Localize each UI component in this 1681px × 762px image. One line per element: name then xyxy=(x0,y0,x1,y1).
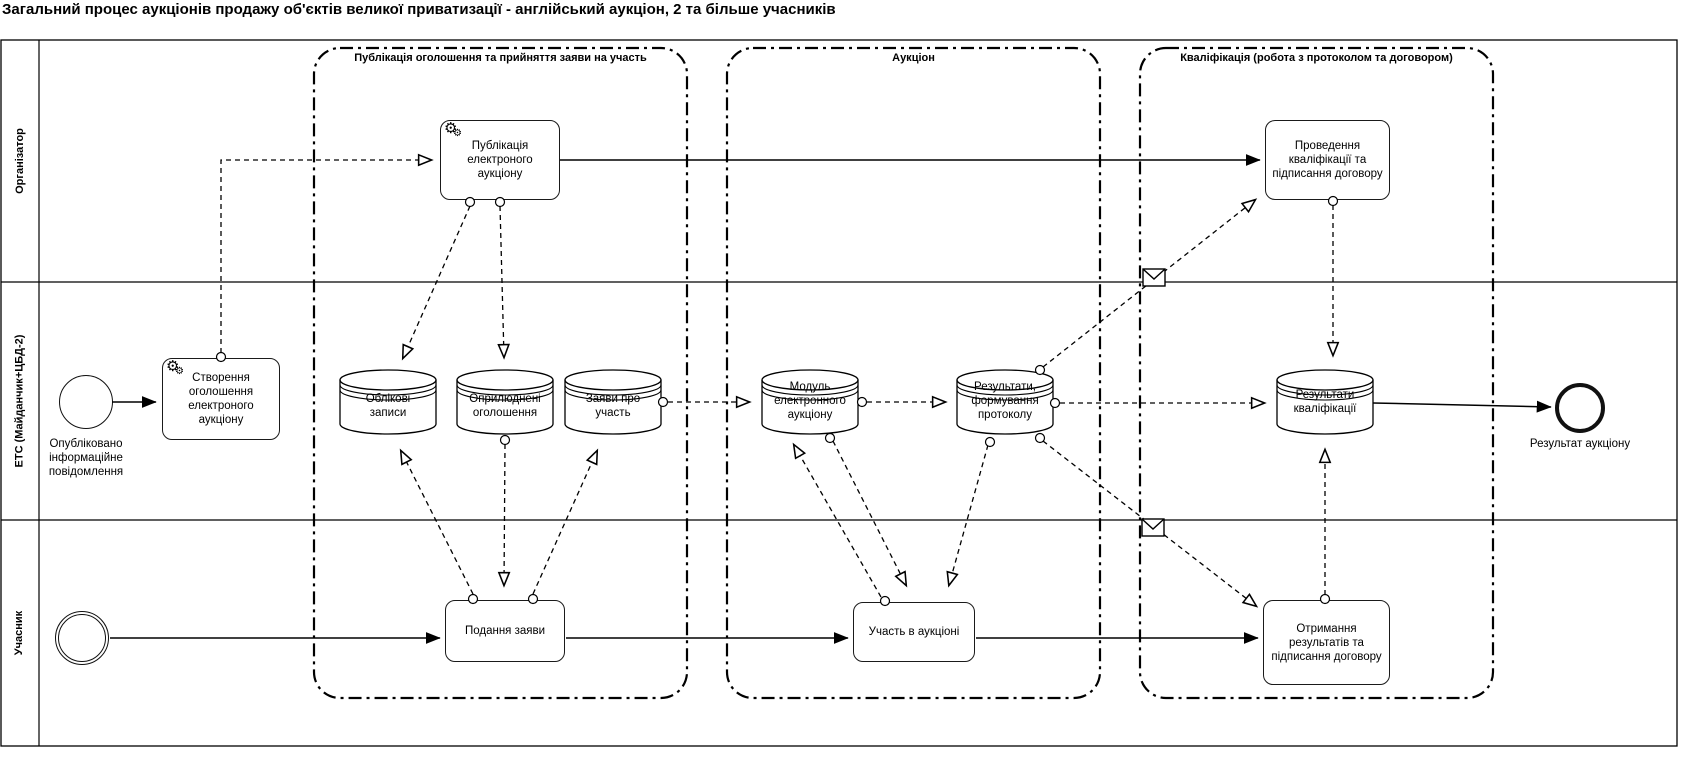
assoc-protocol-to-participate xyxy=(946,444,989,588)
task-label: Отримання результатів та підписання дого… xyxy=(1271,622,1382,663)
datastore-auction-module-label: Модуль електронного аукціону xyxy=(774,381,846,421)
message-envelope-icon xyxy=(1142,268,1166,287)
assoc-create-to-publish xyxy=(220,153,434,353)
assoc-apply-to-applications xyxy=(532,448,599,595)
task-publish-auction[interactable]: ⚙ ⚙ Публікація електроного аукціону xyxy=(440,120,560,200)
group-auction-border xyxy=(725,46,1102,700)
task-label: Проведення кваліфікації та підписання до… xyxy=(1272,140,1383,180)
end-event-label: Результат аукціону xyxy=(1529,438,1631,450)
assoc-participate-to-module xyxy=(792,442,882,598)
gear-icon: ⚙ xyxy=(453,128,462,139)
lane-label: Організатор xyxy=(13,128,26,194)
task-label: Подання заяви xyxy=(464,625,546,637)
message-envelope-icon xyxy=(1141,518,1165,537)
task-label: Участь в аукціоні xyxy=(868,626,960,638)
gear-icon: ⚙ xyxy=(175,366,184,377)
lane-ets: ЕТС (Майданчик+ЦБД-2) xyxy=(0,282,39,520)
group-auction-label: Аукціон xyxy=(892,52,935,64)
anchor-point xyxy=(1034,364,1046,376)
lane-participant: Учасник xyxy=(0,520,39,746)
task-label: Створення оголошення електроного аукціон… xyxy=(188,372,254,426)
start-event-published[interactable] xyxy=(59,375,113,429)
task-run-qualification[interactable]: Проведення кваліфікації та підписання до… xyxy=(1265,120,1390,200)
task-label: Публікація електроного аукціону xyxy=(467,140,533,180)
end-event-auction-result[interactable] xyxy=(1555,383,1605,433)
assoc-publish-to-announcements xyxy=(497,205,511,360)
flow-qualresults-to-end xyxy=(1372,400,1552,413)
group-qualification-label: Кваліфікація (робота з протоколом та дог… xyxy=(1180,52,1453,64)
anchor-point xyxy=(499,434,511,446)
anchor-point xyxy=(1049,397,1061,409)
anchor-point xyxy=(824,432,836,444)
event-inner-ring xyxy=(58,614,106,662)
task-receive-results[interactable]: Отримання результатів та підписання дого… xyxy=(1263,600,1390,685)
assoc-module-to-participate xyxy=(832,440,908,588)
datastore-applications-label: Заяви про участь xyxy=(585,393,641,419)
start-event-label: Опубліковано інформаційне повідомлення xyxy=(48,438,124,478)
assoc-publish-to-accounts xyxy=(401,205,471,361)
anchor-point xyxy=(984,436,996,448)
intermediate-event-participant[interactable] xyxy=(55,611,109,665)
task-participate-auction[interactable]: Участь в аукціоні xyxy=(853,602,975,662)
datastore-published-announcements-label: Оприлюднені оголошення xyxy=(469,393,541,419)
diagram-title: Загальний процес аукціонів продажу об'єк… xyxy=(2,1,836,18)
assoc-protocol-to-qualification xyxy=(1042,198,1258,368)
datastore-results-protocol-label: Результати, формування протоколу xyxy=(971,381,1039,421)
assoc-protocol-to-receive xyxy=(1042,440,1259,608)
datastore-accounts-label: Облікові записи xyxy=(365,393,411,419)
assoc-apply-to-accounts xyxy=(399,448,474,595)
lane-organizer: Організатор xyxy=(0,40,39,282)
anchor-point xyxy=(657,396,669,408)
assoc-announcements-to-apply xyxy=(497,443,511,588)
task-create-announcement[interactable]: ⚙ ⚙ Створення оголошення електроного аук… xyxy=(162,358,280,440)
anchor-point xyxy=(856,396,868,408)
lane-label: ЕТС (Майданчик+ЦБД-2) xyxy=(13,334,26,468)
lane-label: Учасник xyxy=(13,610,26,656)
task-submit-application[interactable]: Подання заяви xyxy=(445,600,565,662)
group-publication-label: Публікація оголошення та прийняття заяви… xyxy=(354,52,647,64)
anchor-point xyxy=(1034,432,1046,444)
datastore-qualification-results-label: Результати кваліфікації xyxy=(1293,389,1357,415)
